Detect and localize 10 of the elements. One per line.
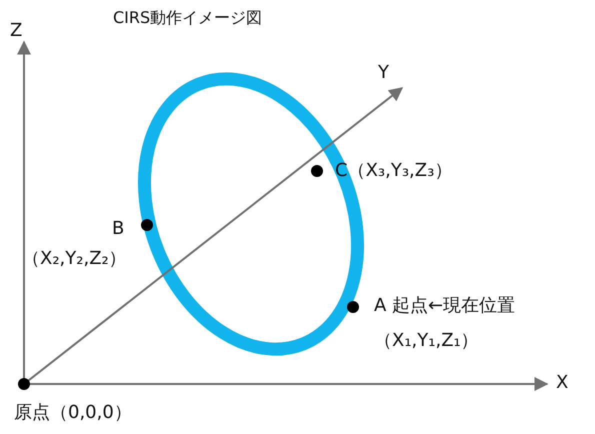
- coordinate-label: （X₂,Y₂,Z₂）: [22, 248, 127, 270]
- axis-label: Z: [10, 20, 22, 42]
- point-label: A 起点←現在位置: [374, 295, 516, 317]
- diagram-title: CIRS動作イメージ図: [113, 8, 262, 28]
- coordinate-label: （X₁,Y₁,Z₁）: [374, 330, 479, 352]
- axis-label: X: [556, 372, 568, 394]
- axis-label: Y: [378, 62, 389, 84]
- point-label: C（X₃,Y₃,Z₃）: [335, 160, 452, 182]
- point-label: 原点（0,0,0）: [14, 402, 132, 424]
- point-label: B: [112, 218, 124, 240]
